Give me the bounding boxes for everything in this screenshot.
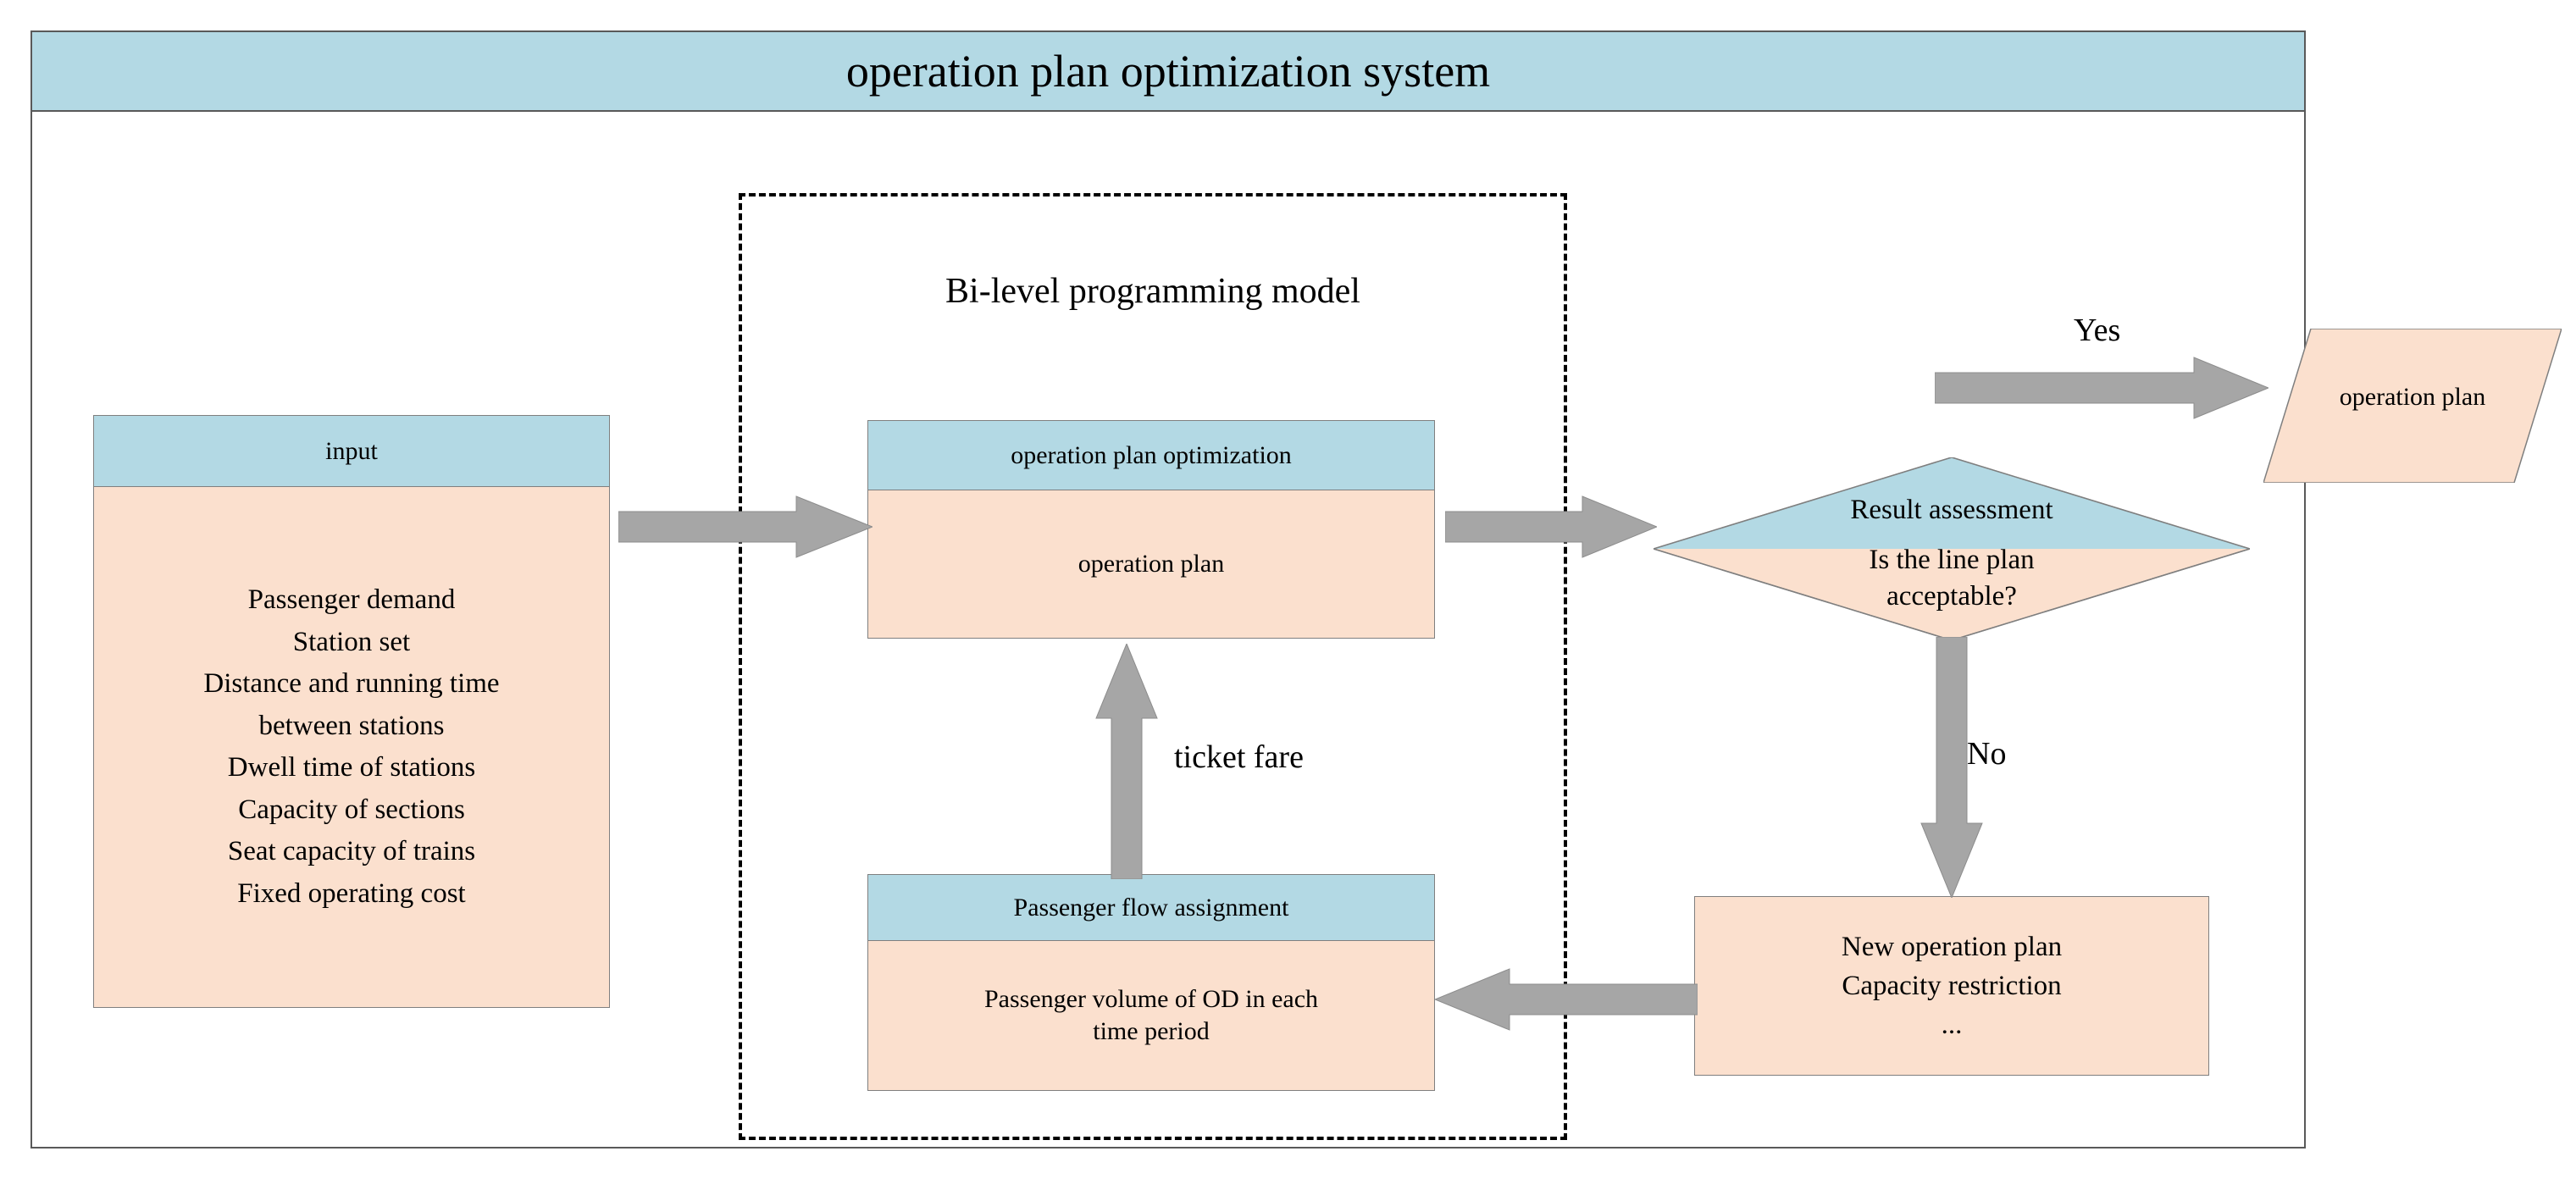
new-operation-plan-body: New operation plan Capacity restriction … (1841, 931, 2063, 1041)
bilevel-programming-container (739, 193, 1567, 1140)
arrow-optimization-to-decision (1445, 495, 1657, 558)
input-box-body: Passenger demand Station set Distance an… (203, 584, 500, 909)
input-box: input Passenger demand Station set Dista… (93, 415, 610, 1008)
ticket-fare-label: ticket fare (1174, 739, 1304, 775)
decision-title: Result assessment (1850, 495, 2053, 525)
operation-plan-output-label: operation plan (2339, 383, 2486, 411)
page-title: operation plan optimization system (845, 46, 1491, 97)
diamond-shape-icon (1654, 457, 2250, 640)
passenger-flow-assignment-header: Passenger flow assignment (868, 875, 1434, 941)
decision-question: Is the line plan acceptable? (1869, 545, 2035, 612)
system-title-bar: operation plan optimization system (30, 30, 2306, 112)
passenger-flow-assignment-box: Passenger flow assignment Passenger volu… (867, 874, 1435, 1091)
new-operation-plan-box: New operation plan Capacity restriction … (1694, 896, 2209, 1076)
bilevel-programming-label: Bi-level programming model (945, 272, 1360, 311)
operation-plan-output-shape: operation plan (2262, 328, 2563, 484)
passenger-flow-assignment-body: Passenger volume of OD in each time peri… (983, 984, 1319, 1045)
result-assessment-decision: Result assessment Is the line plan accep… (1654, 457, 2250, 640)
arrow-input-to-optimization (618, 495, 873, 558)
arrow-decision-no-to-new-plan (1920, 637, 1983, 898)
arrow-assignment-to-optimization (1095, 644, 1158, 879)
operation-plan-optimization-body: operation plan (1077, 549, 1225, 578)
yes-label: Yes (2074, 313, 2121, 348)
no-label: No (1967, 736, 2007, 772)
operation-plan-optimization-box: operation plan optimization operation pl… (867, 420, 1435, 639)
arrow-decision-yes-to-output (1935, 357, 2269, 419)
operation-plan-optimization-header: operation plan optimization (868, 421, 1434, 490)
input-box-header: input (94, 416, 609, 487)
arrow-new-plan-to-assignment (1435, 968, 1698, 1031)
